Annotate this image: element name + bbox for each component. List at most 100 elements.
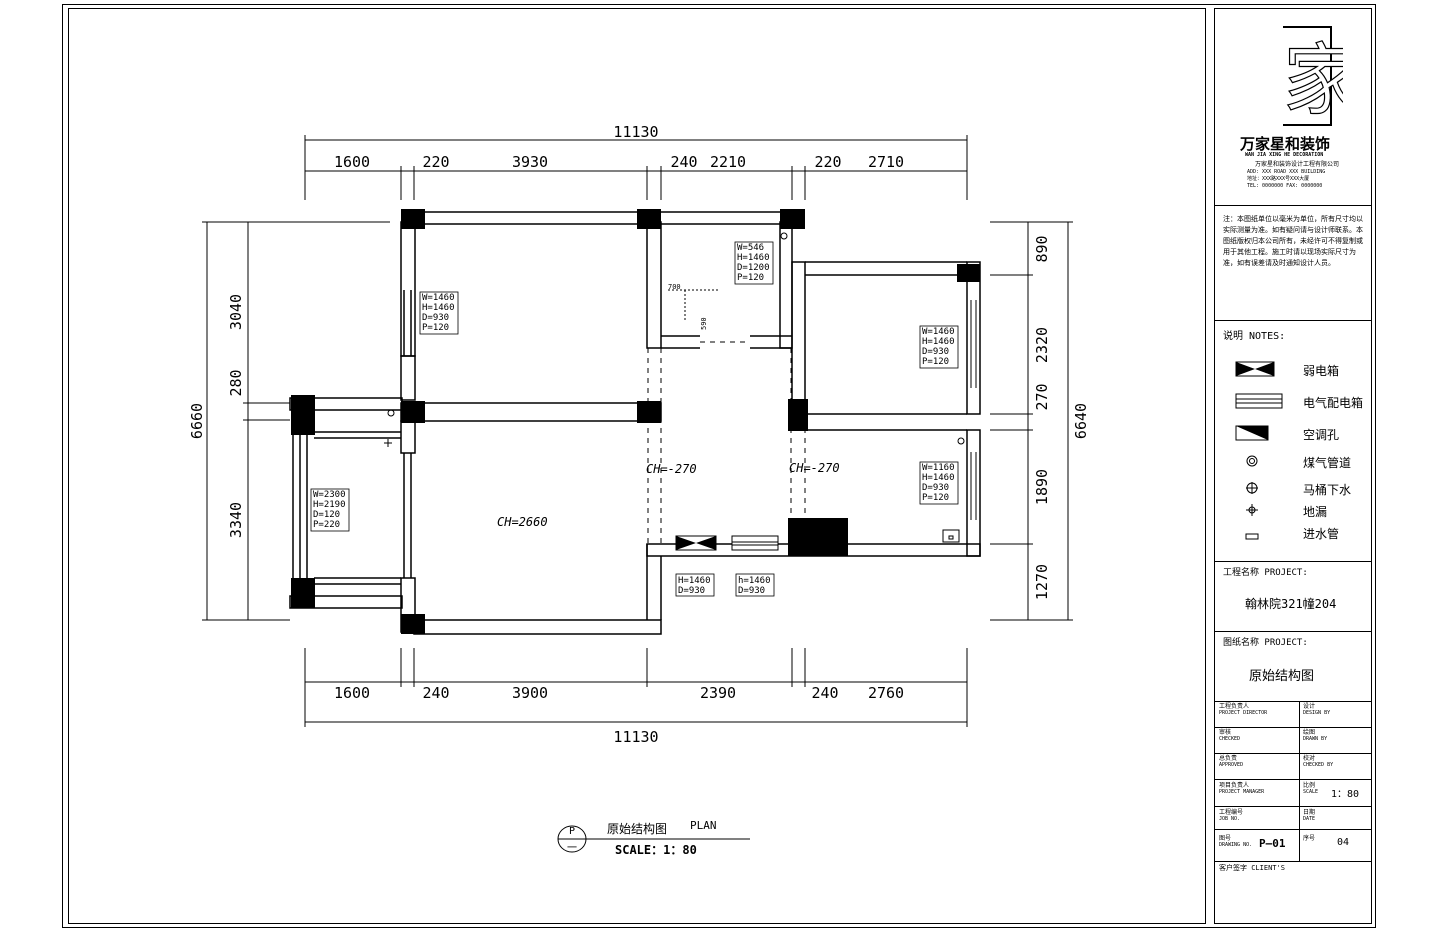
sheet-frame: [62, 4, 1376, 928]
svg-text:H=1460: H=1460: [922, 473, 955, 483]
caption-symbol-bottom: 一: [567, 843, 577, 854]
walls: [289, 211, 981, 635]
drawing-label: 图纸名称 PROJECT:: [1223, 638, 1308, 648]
dim-ticks-bottom: [304, 648, 968, 727]
client-signature-label: 客户签字 CLIENT'S: [1219, 864, 1285, 872]
box-label-1: H=1460 D=930: [675, 573, 715, 597]
dim-bottom-2: 240: [422, 684, 449, 702]
gas-pipe-legend-icon: [1246, 455, 1258, 467]
openings: [647, 289, 806, 544]
window-label-3: W=1460 H=1460 D=930 P=120: [919, 325, 959, 369]
svg-text:D=1200: D=1200: [737, 263, 770, 273]
small-dim-1: 700: [668, 283, 681, 291]
dim-left-2: 280: [227, 369, 245, 396]
caption-plan-label: PLAN: [690, 819, 717, 832]
dim-right-3: 270: [1033, 383, 1051, 410]
sheet-number: 04: [1337, 837, 1350, 848]
company-line-2: 地址：XXX路XXX号XXX大厦: [1247, 176, 1310, 182]
dim-right-2: 2320: [1033, 327, 1051, 363]
title-block: 家 万家星和装饰 WAN JIA XING HE DECORATION 万家星和…: [1214, 8, 1372, 924]
dim-right-4: 1890: [1033, 469, 1051, 505]
legend-toilet-drain: [1245, 480, 1259, 499]
legend-floor-drain: [1245, 502, 1259, 521]
drawing-caption: P 一 原始结构图 PLAN SCALE：1：80: [557, 819, 750, 857]
svg-text:P=120: P=120: [922, 357, 949, 367]
small-fixtures: [384, 232, 965, 543]
distribution-box-icon: [1235, 393, 1283, 409]
dim-bottom-1: 1600: [334, 684, 370, 702]
right-windows: [970, 300, 977, 520]
dim-right-1: 890: [1033, 235, 1051, 262]
gas-pipe-icon: [957, 437, 965, 445]
window-label-2: W=546 H=1460 D=1200 P=120: [734, 241, 774, 285]
caption-scale: SCALE：1：80: [615, 843, 697, 857]
svg-text:D=120: D=120: [313, 510, 340, 520]
legend-water-inlet: [1245, 527, 1259, 546]
drawing-number: P—01: [1259, 837, 1286, 850]
dim-bottom-6: 2760: [868, 684, 904, 702]
legend-ac-hole: [1235, 425, 1271, 445]
svg-text:W=2300: W=2300: [313, 490, 346, 500]
legend-label-4: 煤气管道: [1303, 456, 1352, 470]
dim-top-6: 220: [814, 153, 841, 171]
company-name: 万家星和装饰: [1240, 135, 1331, 153]
dim-bottom-4: 2390: [700, 684, 736, 702]
project-label: 工程名称 PROJECT:: [1223, 568, 1308, 578]
dim-ticks-left: [202, 221, 390, 621]
svg-text:W=1460: W=1460: [422, 293, 455, 303]
svg-text:h=1460: h=1460: [738, 576, 771, 586]
legend-label-6: 地漏: [1303, 505, 1328, 519]
dim-bottom-total: 11130: [613, 728, 658, 746]
dim-left-total: 6660: [188, 403, 206, 439]
dim-bottom-3: 3900: [512, 684, 548, 702]
dim-top-7: 2710: [868, 153, 904, 171]
legend-label-5: 马桶下水: [1303, 483, 1352, 497]
company-logo: 家: [1243, 17, 1362, 135]
company-full: 万家星和装饰设计工程有限公司: [1255, 161, 1340, 168]
dim-left-1: 3040: [227, 294, 245, 330]
notes-label: 说明 NOTES:: [1223, 331, 1286, 342]
distribution-box-symbol: [731, 535, 779, 551]
window-label-1: W=1460 H=1460 D=930 P=120: [419, 291, 459, 335]
caption-symbol-top: P: [569, 826, 575, 837]
legend-label-1: 弱电箱: [1303, 364, 1340, 378]
window-labels: W=1460 H=1460 D=930 P=120 W=546 H=1460 D…: [310, 241, 959, 597]
svg-text:P=120: P=120: [422, 323, 449, 333]
caption-title: 原始结构图: [607, 821, 667, 836]
ceiling-height-corridor-1: CH=-270: [646, 462, 697, 476]
drawing-name: 原始结构图: [1249, 669, 1315, 684]
svg-text:P=220: P=220: [313, 520, 340, 530]
ac-hole-icon: [1235, 425, 1269, 441]
dim-ticks-right: [990, 221, 1073, 621]
gas-pipe-icon: [780, 232, 788, 240]
svg-text:H=1460: H=1460: [737, 253, 770, 263]
dim-right-5: 1270: [1033, 564, 1051, 600]
legend-label-7: 进水管: [1303, 527, 1340, 541]
svg-text:H=1460: H=1460: [678, 576, 711, 586]
company-en: WAN JIA XING HE DECORATION: [1245, 152, 1324, 158]
logo-icon: 家: [1282, 26, 1362, 127]
scale-value: 1：80: [1331, 789, 1360, 800]
svg-text:D=930: D=930: [738, 586, 765, 596]
dim-top-4: 240: [670, 153, 697, 171]
project-name: 翰林院321幢204: [1245, 597, 1337, 611]
svg-text:D=930: D=930: [422, 313, 449, 323]
svg-text:W=1160: W=1160: [922, 463, 955, 473]
svg-text:P=120: P=120: [737, 273, 764, 283]
gas-pipe-icon: [387, 409, 395, 417]
svg-text:D=930: D=930: [922, 347, 949, 357]
svg-text:W=1460: W=1460: [922, 327, 955, 337]
disclaimer: 注：本图纸单位以毫米为单位，所有尺寸均以实际测量为准。如有疑问请与设计师联系。本…: [1223, 215, 1363, 267]
toilet-drain-icon: [1246, 482, 1258, 494]
svg-text:H=1460: H=1460: [922, 337, 955, 347]
ceiling-height-corridor-2: CH=-270: [789, 461, 840, 475]
company-line-3: TEL: 0000000 FAX: 0000000: [1247, 183, 1323, 189]
dim-top-2: 220: [422, 153, 449, 171]
svg-text:P=120: P=120: [922, 493, 949, 503]
electric-box-symbol: [675, 535, 717, 551]
small-dim-2: 590: [700, 317, 708, 330]
svg-text:D=930: D=930: [678, 586, 705, 596]
water-inlet-icon: [1245, 533, 1259, 540]
dim-top-5: 2210: [710, 153, 746, 171]
